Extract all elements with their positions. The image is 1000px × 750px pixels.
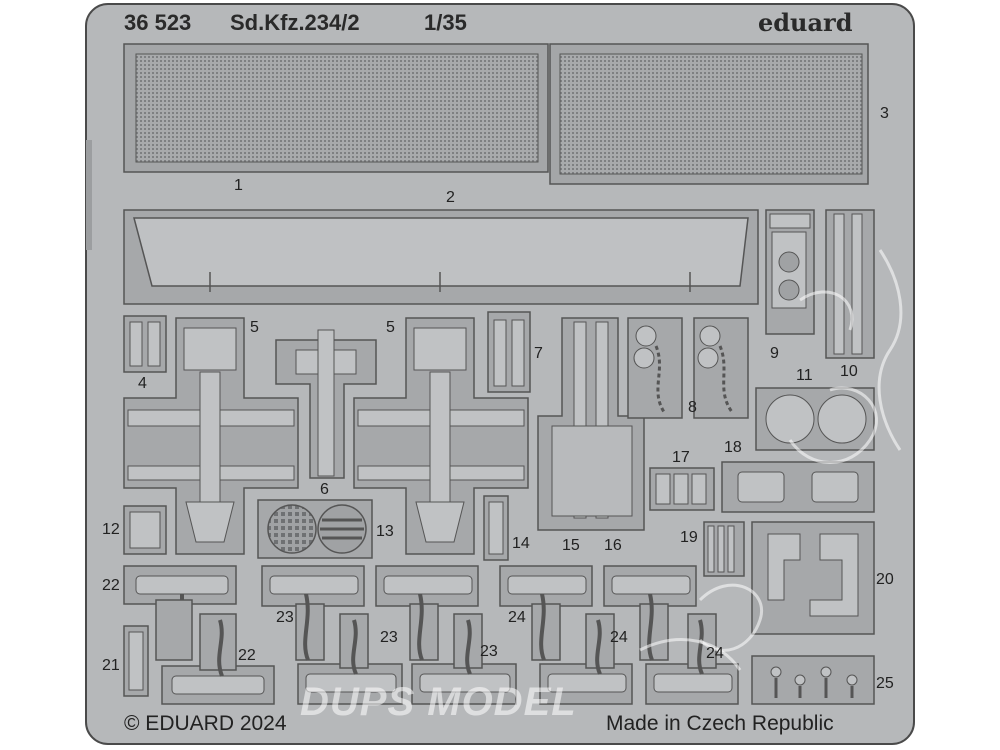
part-label: 4 xyxy=(138,375,147,392)
part-label: 5 xyxy=(386,319,395,336)
part-label: 24 xyxy=(610,629,628,646)
part-label: 10 xyxy=(840,363,858,380)
part-label: 17 xyxy=(672,449,690,466)
part-10 xyxy=(825,209,875,359)
part-label: 20 xyxy=(876,571,894,588)
part-17 xyxy=(649,467,715,511)
part-label: 22 xyxy=(102,577,120,594)
part-label: 23 xyxy=(480,643,498,660)
copyright-text: © EDUARD 2024 xyxy=(124,712,287,735)
part-2 xyxy=(123,209,759,305)
part-label: 23 xyxy=(380,629,398,646)
kit-number: 36 523 xyxy=(124,10,192,35)
kit-scale: 1/35 xyxy=(424,10,467,35)
part-7 xyxy=(487,311,531,393)
part-14 xyxy=(483,495,509,561)
part-label: 16 xyxy=(604,537,622,554)
part-9 xyxy=(765,209,815,335)
part-21 xyxy=(123,625,149,697)
part-4 xyxy=(123,315,167,373)
part-label: 15 xyxy=(562,537,580,554)
part-25 xyxy=(751,655,875,705)
part-label: 11 xyxy=(796,367,813,384)
part-label: 21 xyxy=(102,657,120,674)
part-label: 1 xyxy=(234,177,243,194)
part-label: 22 xyxy=(238,647,256,664)
part-15-16 xyxy=(537,317,645,531)
part-5-right xyxy=(353,317,529,555)
part-label: 5 xyxy=(250,319,259,336)
watermark-figure xyxy=(639,249,903,671)
part-23-lower xyxy=(297,613,517,705)
part-label: 24 xyxy=(706,645,724,662)
part-label: 12 xyxy=(102,521,120,538)
part-label: 18 xyxy=(724,439,742,456)
part-label: 25 xyxy=(876,675,894,692)
part-label: 2 xyxy=(446,189,455,206)
part-12 xyxy=(123,505,167,555)
part-label: 23 xyxy=(276,609,294,626)
part-18 xyxy=(721,461,875,513)
part-23-b xyxy=(375,565,479,661)
part-24-lower xyxy=(539,613,739,705)
part-3 xyxy=(549,43,869,185)
part-label: 13 xyxy=(376,523,394,540)
part-22-lower xyxy=(161,613,275,705)
part-24-a xyxy=(499,565,593,661)
kit-name: Sd.Kfz.234/2 xyxy=(230,10,360,35)
part-label: 19 xyxy=(680,529,698,546)
brand-logo: eduard xyxy=(758,8,853,37)
part-label: 9 xyxy=(770,345,779,362)
part-8 xyxy=(627,317,749,419)
part-24-b xyxy=(603,565,697,661)
watermark-text: DUPS MODEL xyxy=(300,680,577,724)
part-23-a xyxy=(261,565,365,661)
part-11 xyxy=(755,387,875,451)
part-label: 14 xyxy=(512,535,530,552)
part-label: 7 xyxy=(534,345,543,362)
part-label: 3 xyxy=(880,105,889,122)
part-22-upper xyxy=(123,565,237,661)
part-13 xyxy=(257,499,373,559)
part-1 xyxy=(123,43,549,173)
part-5-left xyxy=(123,317,299,555)
part-20 xyxy=(751,521,875,635)
part-label: 6 xyxy=(320,481,329,498)
part-label: 24 xyxy=(508,609,526,626)
part-19 xyxy=(703,521,745,577)
part-label: 8 xyxy=(688,399,697,416)
part-6 xyxy=(275,329,377,479)
origin-text: Made in Czech Republic xyxy=(606,712,834,735)
